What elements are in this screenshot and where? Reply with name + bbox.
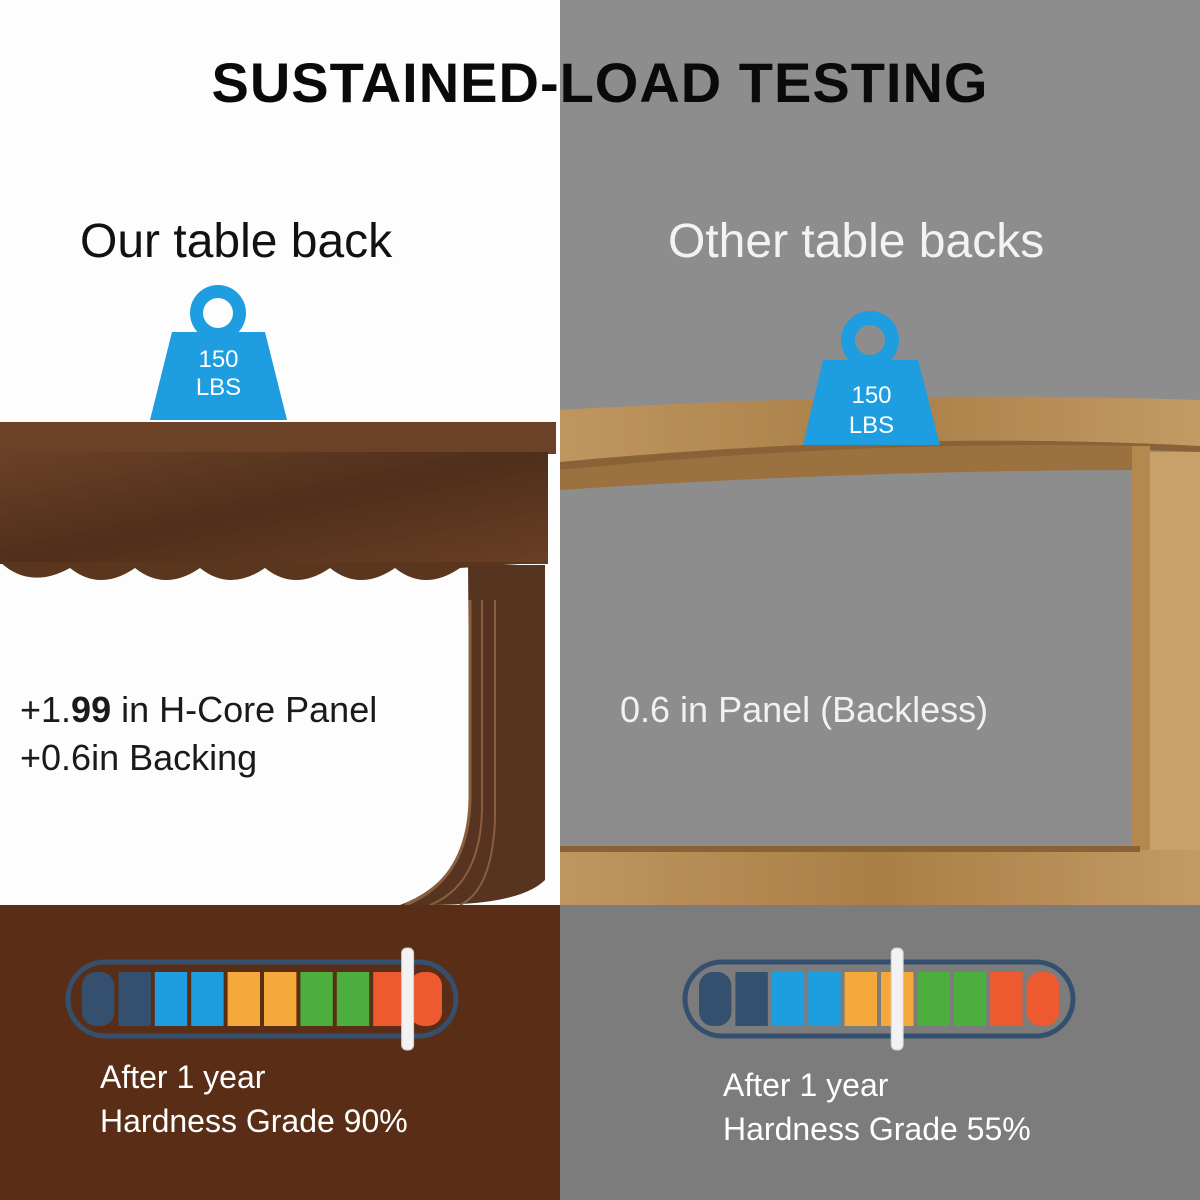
right-footer-line1: After 1 year xyxy=(723,1067,889,1103)
left-footer-band xyxy=(0,905,560,1200)
right-weight-icon xyxy=(803,311,940,445)
left-weight-icon xyxy=(150,285,287,420)
right-weight-label: 150 LBS xyxy=(803,381,940,441)
oak-table-illustration xyxy=(560,396,1200,908)
left-footer-line2: Hardness Grade 90% xyxy=(100,1103,408,1139)
right-footer-text: After 1 year Hardness Grade 55% xyxy=(723,1063,1031,1151)
left-weight-label: 150 LBS xyxy=(150,346,287,402)
left-spec-line1: +1.99 in H-Core Panel xyxy=(20,686,377,734)
left-spec-line1-suffix: in H-Core Panel xyxy=(111,689,378,730)
left-spec-line2: +0.6in Backing xyxy=(20,737,258,778)
left-spec-line1-prefix: +1. xyxy=(20,689,72,730)
walnut-table-illustration xyxy=(0,422,556,907)
page-title: SUSTAINED-LOAD TESTING xyxy=(211,51,989,114)
right-spec: 0.6 in Panel (Backless) xyxy=(620,689,989,730)
left-heading: Our table back xyxy=(80,215,393,268)
right-footer-line2: Hardness Grade 55% xyxy=(723,1111,1031,1147)
left-footer-line1: After 1 year xyxy=(100,1059,266,1095)
right-weight-unit: LBS xyxy=(848,412,895,439)
left-spec-line1-bold: 99 xyxy=(71,689,112,730)
right-heading: Other table backs xyxy=(668,215,1045,268)
left-weight-unit: LBS xyxy=(195,374,242,401)
left-weight-value: 150 xyxy=(198,346,239,373)
right-weight-value: 150 xyxy=(851,382,892,409)
right-footer-band xyxy=(560,905,1200,1200)
left-spec: +1.99 in H-Core Panel +0.6in Backing xyxy=(20,686,377,782)
left-footer-text: After 1 year Hardness Grade 90% xyxy=(100,1055,408,1143)
